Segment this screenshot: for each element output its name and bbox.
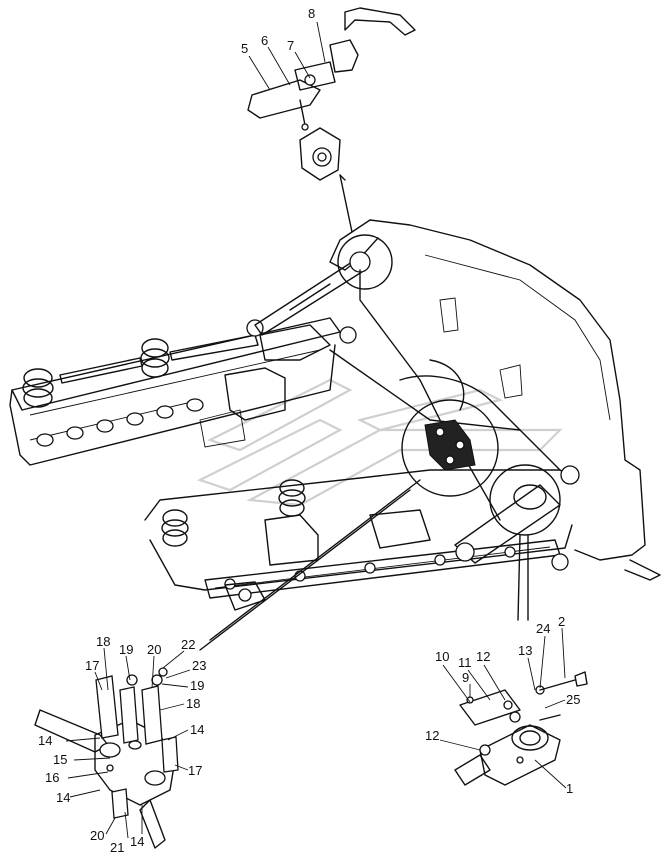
watermark-logo [197,378,563,507]
callout-14-d: 14 [130,834,144,849]
callout-18-a: 18 [96,634,110,649]
callout-20-b: 20 [90,828,104,843]
callout-12-b: 12 [425,728,439,743]
callout-14-b: 14 [190,722,204,737]
detail-circle-valve [401,399,499,497]
callout-14-a: 14 [38,733,52,748]
main-frame-assembly [9,174,661,651]
callout-11: 11 [458,655,472,670]
callout-17-b: 17 [188,763,202,778]
detail-circle-cylinder [489,464,561,536]
callout-1: 1 [566,781,573,796]
callout-7: 7 [287,38,294,53]
left-exploded-detail [34,667,179,849]
callout-22: 22 [181,637,195,652]
callout-24: 24 [536,621,550,636]
top-detail-assembly [247,7,416,181]
detail-circle-top [337,234,393,290]
callout-12-a: 12 [476,649,490,664]
callout-16: 16 [45,770,59,785]
callout-labels-right: 10 11 12 9 13 24 2 25 12 1 [425,614,580,796]
callout-leaders [65,21,567,839]
callout-labels-top: 8 5 6 7 [241,6,315,56]
callout-15: 15 [53,752,67,767]
callout-19-b: 19 [190,678,204,693]
callout-14-c: 14 [56,790,70,805]
callout-6: 6 [261,33,268,48]
callout-25: 25 [566,692,580,707]
callout-2: 2 [558,614,565,629]
right-exploded-detail [454,671,588,786]
callout-20-a: 20 [147,642,161,657]
callout-17-a: 17 [85,658,99,673]
callout-21: 21 [110,840,124,855]
callout-9: 9 [462,670,469,685]
callout-18-b: 18 [186,696,200,711]
callout-8: 8 [308,6,315,21]
callout-labels-left: 18 19 20 22 17 23 19 18 14 14 15 16 17 1… [38,634,206,855]
callout-13: 13 [518,643,532,658]
callout-23: 23 [192,658,206,673]
callout-19-a: 19 [119,642,133,657]
callout-10: 10 [435,649,449,664]
callout-5: 5 [241,41,248,56]
